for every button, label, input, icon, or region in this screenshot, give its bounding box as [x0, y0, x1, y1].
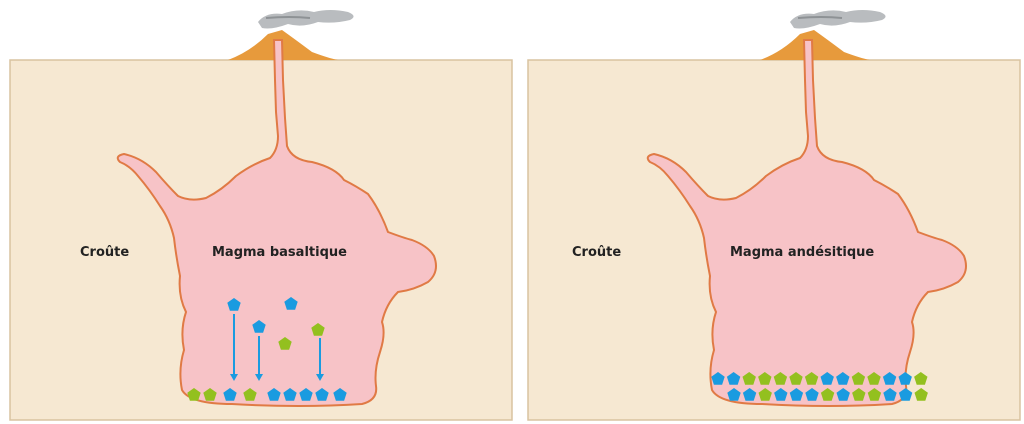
panel-basaltic-magma: Croûte Magma basaltique: [10, 10, 512, 420]
volcano-icon: [760, 30, 870, 60]
magma-label: Magma basaltique: [212, 245, 347, 260]
magma-label: Magma andésitique: [730, 245, 874, 260]
crust-label: Croûte: [572, 245, 621, 260]
smoke-icon: [790, 10, 886, 29]
panel-andesitic-magma: Croûte Magma andésitique: [528, 10, 1020, 420]
crust-label: Croûte: [80, 245, 129, 260]
smoke-icon: [258, 10, 354, 29]
